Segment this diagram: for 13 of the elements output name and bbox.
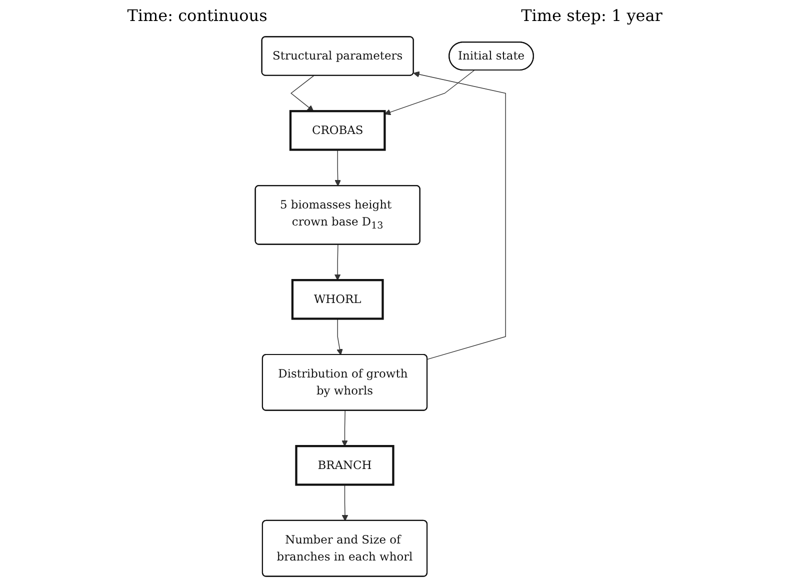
time-note: Time step: 1 year <box>520 6 664 25</box>
arrow <box>342 484 348 522</box>
arrow <box>336 318 343 356</box>
arrow <box>334 244 341 280</box>
arrow <box>342 410 348 446</box>
node-box: WHORL <box>292 279 384 320</box>
arrow <box>384 70 475 116</box>
arrow <box>290 75 314 112</box>
arrow <box>334 149 342 186</box>
node-box: CROBAS <box>290 110 386 151</box>
node-box: BRANCH <box>295 445 394 486</box>
arrow <box>413 71 506 360</box>
time-note: Time: continuous <box>126 6 268 25</box>
